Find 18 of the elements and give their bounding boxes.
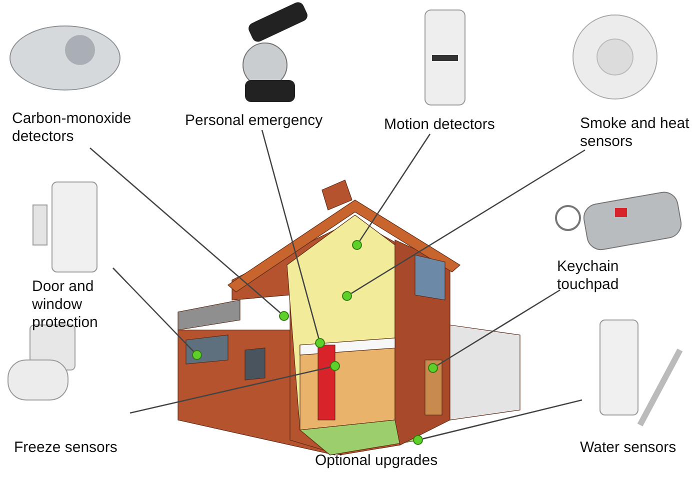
callout-label: Water sensors <box>580 439 695 457</box>
callout-label: Freeze sensors <box>14 439 144 457</box>
callout-label: Door and window protection <box>32 278 122 332</box>
callout-label: Personal emergency <box>185 112 365 130</box>
callout-label: Smoke and heat sensors <box>580 115 690 151</box>
leader-line <box>350 149 586 294</box>
marker-dot <box>279 311 289 321</box>
leader-line <box>130 366 330 414</box>
leader-line <box>422 399 582 440</box>
leader-line <box>112 268 194 352</box>
callout-label: Motion detectors <box>384 116 524 134</box>
callout-label: Keychain touchpad <box>557 258 657 294</box>
caption-label: Optional upgrades <box>315 452 438 470</box>
leader-line <box>359 134 431 242</box>
leader-line <box>261 130 320 338</box>
marker-dot <box>413 435 423 445</box>
leader-line <box>90 148 281 314</box>
callout-label: Carbon-monoxide detectors <box>12 110 162 146</box>
